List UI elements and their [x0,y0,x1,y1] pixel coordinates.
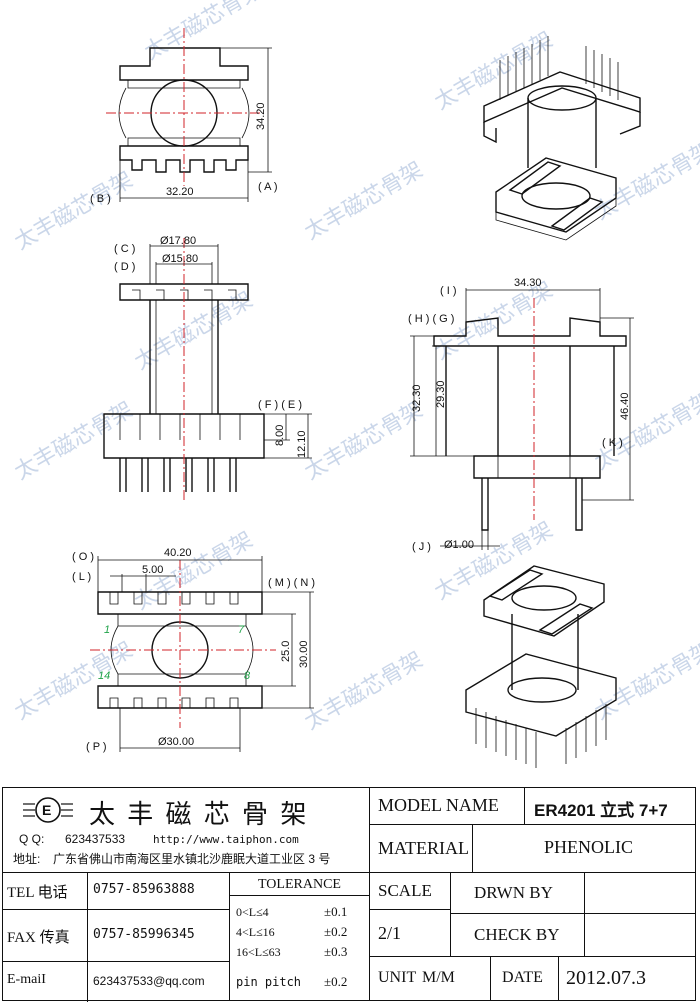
tol-range-4: pin pitch [236,975,302,989]
pin-number-14: 14 [98,670,110,682]
tol-range-2: 4<L≤16 [236,925,275,939]
label-mn: ( M ) ( N ) [268,577,315,589]
bottom-view: 1 7 14 8 40.20 ( O ) 5.00 ( L ) 25.0 30.… [72,547,315,753]
dim-29-30: 29.30 [435,380,447,408]
material-value: PHENOLIC [544,837,633,857]
side-view: 34.30 ( I ) 32.30 29.30 ( H ) ( G ) 46.4… [408,277,634,553]
watermark: 太丰磁芯骨架 [301,648,428,736]
dim-32-30: 32.30 [411,384,423,412]
dim-46-40: 46.40 [619,392,631,420]
label-l: ( L ) [72,571,91,583]
watermark: 太丰磁芯骨架 [301,398,428,486]
tol-range-3: 16<L≤63 [236,945,281,959]
website-link[interactable]: http://www.taiphon.com [153,833,299,846]
date-label: DATE [502,969,543,986]
watermark: 太丰磁芯骨架 [431,518,558,606]
unit-label: UNIT [378,969,417,986]
tol-value-4: ±0.2 [324,974,348,989]
spec-panel: MODEL NAME ER4201 立式 7+7 MATERIAL PHENOL… [369,788,696,1001]
isometric-view-top [483,36,641,241]
fax-number: 0757-85996345 [93,927,195,942]
email-address[interactable]: 623437533@qq.com [93,974,205,988]
tol-value-3: ±0.3 [324,944,348,959]
label-hg: ( H ) ( G ) [408,313,454,325]
date-value: 2012.07.3 [566,967,646,989]
company-panel: E 太 丰 磁 芯 骨 架 Q Q: 623437533 http://www.… [3,788,369,872]
unit-value: M/M [422,969,455,986]
tolerance-panel: TOLERANCE 0<L≤4 ±0.1 4<L≤16 ±0.2 16<L≤63… [229,872,370,1000]
drawn-by-label: DRWN BY [474,883,553,902]
dim-34-20: 34.20 [255,102,267,130]
dim-25-0: 25.0 [280,641,292,662]
address-label: 地址: [13,852,41,866]
tel-label: TEL 电话 [7,885,68,901]
dim-30-00-dia: Ø30.00 [158,736,194,748]
front-view: Ø17.80 Ø15.80 ( C ) ( D ) 8.00 12.10 ( F… [103,235,312,500]
tol-value-1: ±0.1 [324,904,348,919]
top-view: 34.20 ( A ) 32.20 ( B ) [90,28,278,205]
label-p: ( P ) [86,741,107,753]
watermark: 太丰磁芯骨架 [301,158,428,246]
pin-number-8: 8 [244,670,251,682]
svg-text:E: E [42,802,51,818]
company-logo: E [21,794,75,826]
tol-range-1: 0<L≤4 [236,905,269,919]
qq-label: Q Q: [19,832,45,846]
dim-15-80: Ø15.80 [162,253,198,265]
tolerance-label: TOLERANCE [258,877,341,892]
watermark: 太丰磁芯骨架 [591,388,700,476]
dim-30-00: 30.00 [298,640,310,668]
label-b: ( B ) [90,193,111,205]
label-a: ( A ) [258,181,278,193]
fax-label: FAX 传真 [7,930,70,946]
dim-8-00: 8.00 [274,425,286,446]
qq-number: 623437533 [65,832,126,846]
label-o: ( O ) [72,551,94,563]
address: 广东省佛山市南海区里水镇北沙鹿眠大道工业区 3 号 [53,852,331,866]
dim-34-30: 34.30 [514,277,542,289]
isometric-view-bottom [465,565,617,768]
watermark: 太丰磁芯骨架 [591,638,700,726]
label-c: ( C ) [114,243,135,255]
dim-5-00: 5.00 [142,564,163,576]
model-name-label: MODEL NAME [378,795,499,815]
contact-panel: TEL 电话 0757-85963888 FAX 传真 0757-8599634… [3,872,229,1002]
watermark: 太丰磁芯骨架 [141,0,268,65]
scale-label: SCALE [378,881,432,900]
tel-number: 0757-85963888 [93,882,195,897]
engineering-drawing: 太丰磁芯骨架 太丰磁芯骨架 太丰磁芯骨架 太丰磁芯骨架 太丰磁芯骨架 太丰磁芯骨… [11,0,700,768]
tol-value-2: ±0.2 [324,924,348,939]
dim-1-00: Ø1.00 [444,539,474,551]
material-label: MATERIAL [378,838,469,858]
label-k: ( K ) [602,437,623,449]
pin-number-7: 7 [238,624,245,636]
label-fe: ( F ) ( E ) [258,399,302,411]
label-i: ( I ) [440,285,457,297]
dim-40-20: 40.20 [164,547,192,559]
label-j: ( J ) [412,541,431,553]
pin-number-1: 1 [104,624,110,636]
dim-32-20: 32.20 [166,186,194,198]
dim-17-80: Ø17.80 [160,235,196,247]
scale-value: 2/1 [378,923,402,943]
title-block: E 太 丰 磁 芯 骨 架 Q Q: 623437533 http://www.… [2,787,696,1002]
company-name: 太 丰 磁 芯 骨 架 [89,800,309,830]
watermark: 太丰磁芯骨架 [11,398,138,486]
model-name-value: ER4201 立式 7+7 [534,801,668,820]
email-label: E-maiI [7,972,46,987]
check-by-label: CHECK BY [474,925,560,944]
dim-12-10: 12.10 [296,430,308,458]
label-d: ( D ) [114,261,135,273]
